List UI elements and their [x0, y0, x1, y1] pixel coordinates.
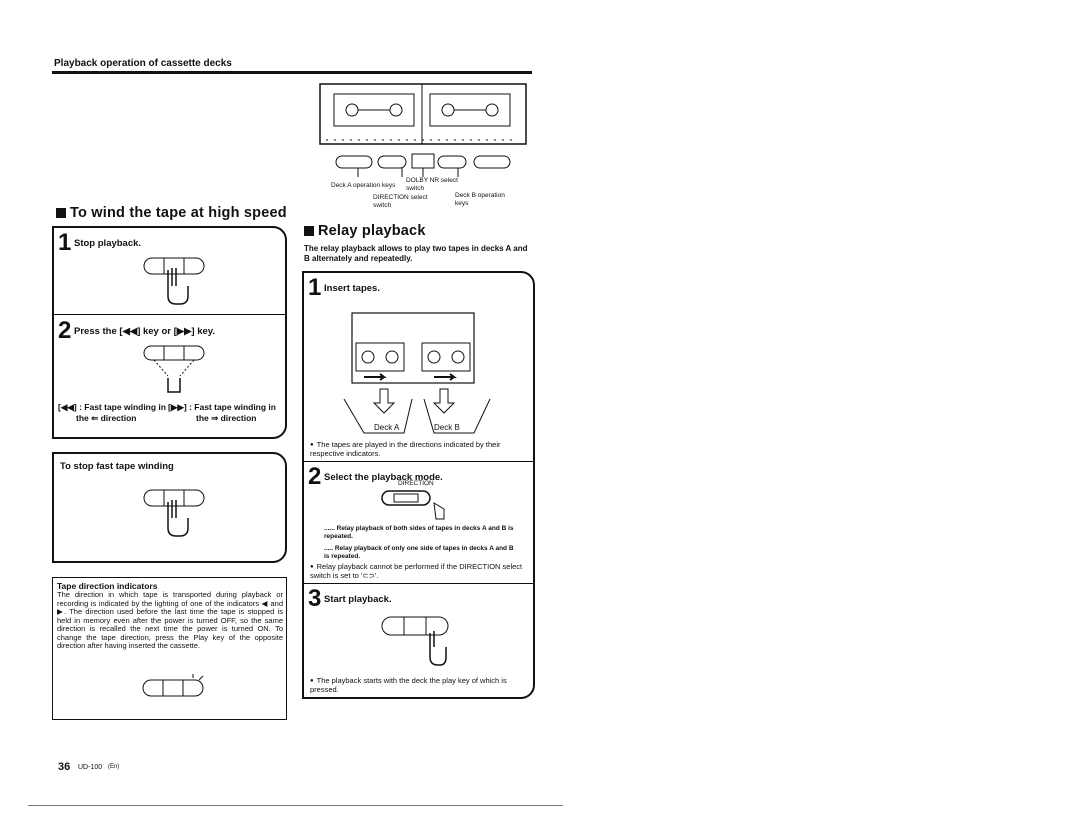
relay-step2-note: Relay playback cannot be performed if th… — [310, 562, 530, 580]
insert-tapes-illustration — [343, 312, 491, 434]
step2-text: Press the [◀◀] key or [▶▶] key. — [74, 326, 215, 337]
transport-keys-play-press-illustration — [381, 616, 449, 666]
label-deck-a-keys: Deck A operation keys — [331, 182, 396, 189]
label-dolby: DOLBY NR select switch — [406, 177, 458, 192]
rew-desc-1: [◀◀] : Fast tape winding in — [58, 402, 166, 412]
footer-model: UD-100 — [78, 764, 103, 771]
section-header: Playback operation of cassette decks — [54, 58, 232, 69]
tape-direction-title: Tape direction indicators — [57, 581, 158, 591]
relay-step3-note: The playback starts with the deck the pl… — [310, 676, 530, 694]
transport-keys-stop-illustration — [143, 257, 205, 305]
tape-direction-body: The direction in which tape is transport… — [57, 590, 283, 650]
label-direction: DIRECTION select switch — [373, 194, 428, 209]
transport-keys-stop-press-illustration — [143, 489, 205, 537]
stop-winding-title: To stop fast tape winding — [60, 461, 174, 472]
deck-a-label: Deck A — [374, 423, 400, 432]
step1-text: Stop playback. — [74, 238, 142, 249]
ff-desc-2: the ⇒ direction — [196, 413, 257, 423]
tape-direction-box: Tape direction indicators The direction … — [52, 577, 287, 720]
page-number: 36 — [58, 761, 71, 773]
mode2-desc: ..... Relay playback of only one side of… — [324, 545, 514, 560]
header-rule — [52, 71, 532, 74]
direction-switch-illustration — [381, 490, 445, 520]
deck-front-panel-diagram — [319, 83, 527, 177]
transport-keys-ff-rew-illustration — [143, 345, 205, 393]
rew-desc-2: the ⇐ direction — [76, 413, 137, 423]
footer-lang: (En) — [108, 764, 120, 770]
relay-step2-text: Select the playback mode. — [324, 472, 443, 483]
wind-steps-box: 1 Stop playback. 2 Press the [◀◀] key or… — [52, 226, 287, 439]
relay-step3-text: Start playback. — [324, 594, 392, 605]
direction-label: DIRECTION — [398, 480, 434, 487]
transport-keys-play-lit-illustration — [142, 674, 204, 697]
deck-b-label: Deck B — [434, 423, 460, 432]
relay-intro: The relay playback allows to play two ta… — [304, 244, 528, 263]
relay-steps-box: 1 Insert tapes. Deck A Deck B The tapes … — [302, 271, 535, 699]
bottom-edge-rule — [28, 805, 563, 806]
relay-step1-note: The tapes are played in the directions i… — [310, 440, 530, 458]
relay-step1-text: Insert tapes. — [324, 283, 380, 294]
relay-title: Relay playback — [304, 223, 426, 239]
ff-desc-1: [▶▶] : Fast tape winding in — [168, 402, 276, 412]
label-deck-b-keys: Deck B operation keys — [455, 192, 505, 207]
stop-winding-box: To stop fast tape winding — [52, 452, 287, 563]
mode1-desc: ...... Relay playback of both sides of t… — [324, 525, 514, 540]
wind-title: To wind the tape at high speed — [56, 205, 287, 221]
